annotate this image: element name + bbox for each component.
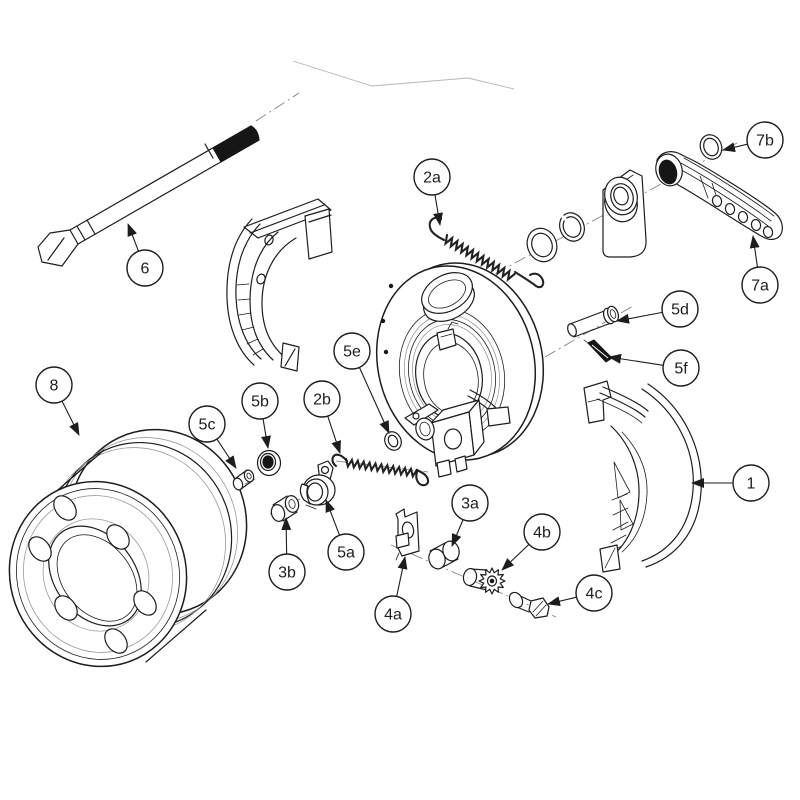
part-seal-and-snap-ring xyxy=(526,212,585,263)
callout-circle-5a xyxy=(327,533,365,571)
part-anchor-pin-5d xyxy=(567,305,620,338)
callout-4b: 4b xyxy=(501,513,561,571)
callout-label-3a: 3a xyxy=(461,496,479,513)
part-adjuster-star-wheel-4b xyxy=(462,567,506,595)
callout-leader-7a xyxy=(749,235,760,268)
callout-label-4b: 4b xyxy=(533,525,551,542)
callout-circle-5d xyxy=(661,290,699,328)
callout-label-5c: 5c xyxy=(199,417,216,434)
callout-circle-5b xyxy=(241,382,279,420)
callout-1: 1 xyxy=(691,464,770,502)
callout-circle-4b xyxy=(523,513,561,551)
part-grommet-5b xyxy=(256,449,282,477)
callout-leader-5e xyxy=(358,367,390,434)
callout-circle-4c xyxy=(575,574,613,612)
callout-circle-3b xyxy=(268,553,306,591)
callout-layer: 6 2a 7b 7a 5d 5f 1 8 5c 5b 2b 5e 3b 5a 3a 4a 4b 4c xyxy=(35,121,784,633)
part-right-brake-shoe-1 xyxy=(583,380,702,573)
callout-3b: 3b xyxy=(268,517,306,591)
callout-7a: 7a xyxy=(741,235,779,304)
callout-2a: 2a xyxy=(413,158,451,226)
part-roll-pin-5f xyxy=(583,339,613,363)
callout-3a: 3a xyxy=(451,484,489,547)
callout-circle-1 xyxy=(732,464,770,502)
part-oring-5e xyxy=(384,431,402,451)
callout-leader-5a xyxy=(325,499,341,536)
part-brake-drum-8 xyxy=(8,428,248,668)
callout-label-5a: 5a xyxy=(337,545,355,562)
callout-label-5d: 5d xyxy=(671,302,689,319)
callout-5e: 5e xyxy=(333,332,390,434)
part-adjuster-bolt-4c xyxy=(508,591,550,619)
callout-label-5b: 5b xyxy=(251,394,269,411)
callout-label-5f: 5f xyxy=(674,361,688,378)
callout-circle-7b xyxy=(746,121,784,159)
callout-label-2a: 2a xyxy=(423,170,441,187)
callout-circle-6 xyxy=(126,249,164,287)
callout-6: 6 xyxy=(126,223,164,287)
part-adjuster-spring-2b xyxy=(331,453,430,487)
callout-leader-8 xyxy=(61,400,80,436)
callout-leader-2b xyxy=(327,415,341,454)
callout-2b: 2b xyxy=(303,380,341,454)
part-bushing-3a xyxy=(428,540,460,570)
callout-label-8: 8 xyxy=(50,378,59,395)
callout-8: 8 xyxy=(35,366,80,436)
callout-4a: 4a xyxy=(374,556,412,633)
callout-circle-2b xyxy=(303,380,341,418)
callout-label-4a: 4a xyxy=(384,607,402,624)
part-oring-7b xyxy=(699,134,723,160)
part-bracket-4a xyxy=(395,508,420,561)
callout-circle-2a xyxy=(413,158,451,196)
callout-leader-6 xyxy=(127,223,140,252)
callout-leader-7b xyxy=(722,142,748,153)
part-shaft-6 xyxy=(37,125,260,267)
callout-5c: 5c xyxy=(188,405,237,469)
callout-circle-7a xyxy=(741,266,779,304)
callout-5b: 5b xyxy=(241,382,279,449)
callout-leader-5d xyxy=(616,311,663,324)
callout-leader-5c xyxy=(216,438,237,469)
callout-leader-3a xyxy=(451,519,464,547)
callout-circle-5c xyxy=(188,405,226,443)
callout-5a: 5a xyxy=(325,499,365,571)
part-mounting-bracket xyxy=(602,169,647,258)
callout-circle-8 xyxy=(35,366,73,404)
callout-leader-3b xyxy=(281,517,292,555)
callout-leader-2a xyxy=(433,194,443,226)
callout-label-7a: 7a xyxy=(751,278,769,295)
callout-label-1: 1 xyxy=(747,476,756,493)
callout-leader-4c xyxy=(547,596,577,607)
part-wheel-cylinder xyxy=(404,399,485,478)
callout-label-5e: 5e xyxy=(343,344,361,361)
part-lever-arm-7a xyxy=(655,151,783,240)
callout-label-2b: 2b xyxy=(313,392,331,409)
callout-5d: 5d xyxy=(616,290,699,328)
callout-leader-5f xyxy=(608,353,664,366)
callout-label-4c: 4c xyxy=(586,586,603,603)
callout-7b: 7b xyxy=(722,121,784,159)
callout-leader-4b xyxy=(501,543,530,571)
part-left-brake-shoe xyxy=(226,198,333,372)
callout-circle-4a xyxy=(374,595,412,633)
callout-label-6: 6 xyxy=(141,261,150,278)
part-cam-lever-5a xyxy=(299,460,336,510)
callout-5f: 5f xyxy=(608,349,700,387)
callout-label-3b: 3b xyxy=(278,565,296,582)
callout-leader-4a xyxy=(396,556,408,597)
callout-leader-5b xyxy=(261,418,271,449)
callout-circle-5f xyxy=(662,349,700,387)
callout-label-7b: 7b xyxy=(756,133,774,150)
callout-4c: 4c xyxy=(547,574,613,612)
callout-circle-3a xyxy=(451,484,489,522)
part-bushing-3b xyxy=(270,495,300,522)
part-spacer-5c xyxy=(232,469,255,491)
callout-circle-5e xyxy=(333,332,371,370)
